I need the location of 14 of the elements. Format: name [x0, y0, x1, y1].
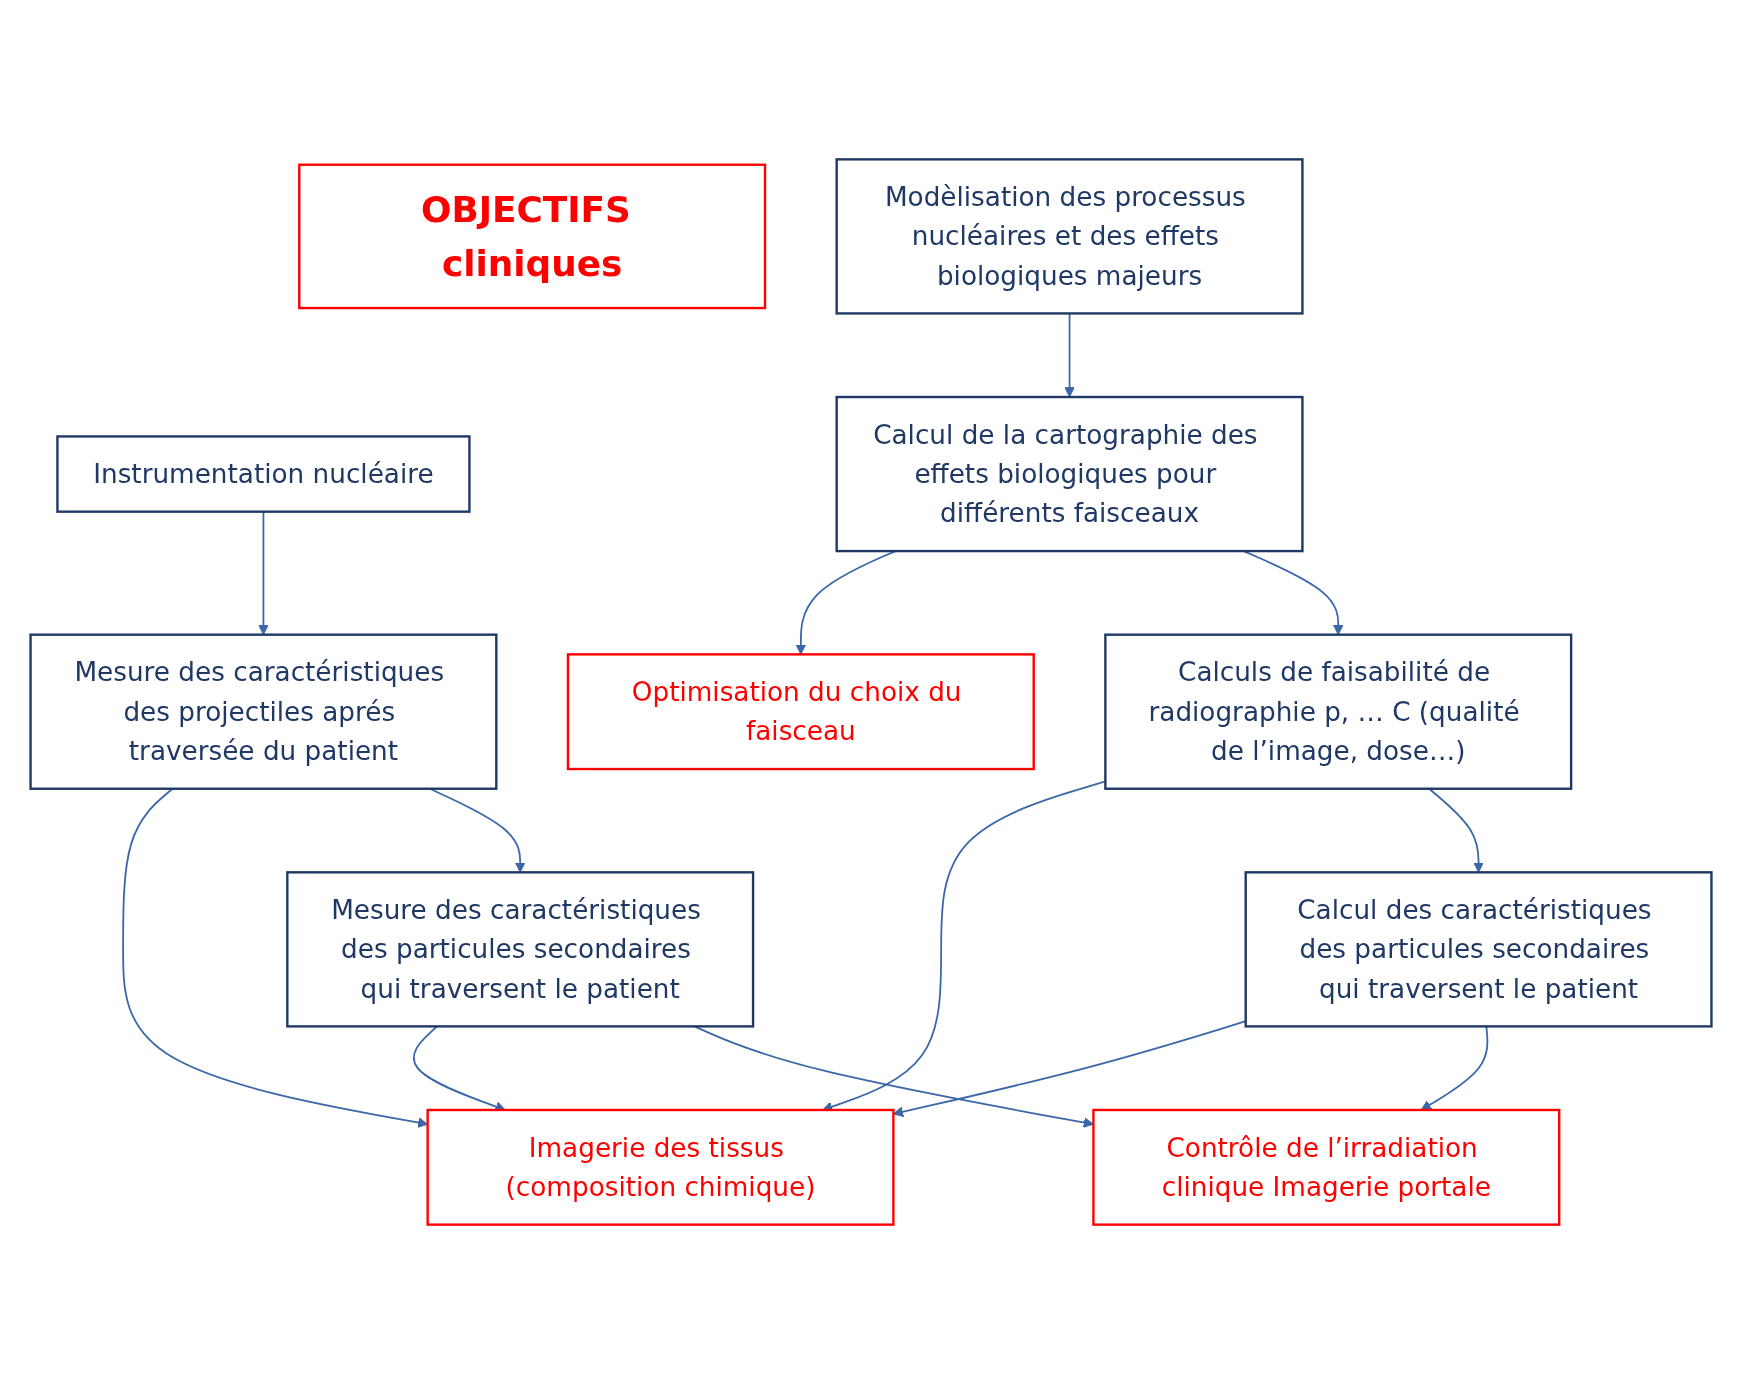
arrow	[1420, 1025, 1489, 1110]
node-box: Imagerie des tissus (composition chimique)	[426, 1108, 895, 1226]
node-box: Calcul de la cartographie des effets biologiques pour différents faisceaux	[835, 395, 1304, 552]
node-box: Optimisation du choix du faisceau	[566, 652, 1035, 770]
node-box: Mesure des caractéristiques des projectiles aprés traversée du patient	[29, 633, 498, 790]
node-box: Modèlisation des processus nucléaires et des effets biologiques majeurs	[835, 157, 1304, 315]
node-box: Calculs de faisabilité de radiographie p, … C (qualité de l’image, dose…)	[1104, 633, 1573, 790]
node-box: Instrumentation nucléaire	[56, 434, 471, 513]
node-box: OBJECTIFS cliniques	[298, 163, 767, 309]
node-box: Contrôle de l’irradiation clinique Imagerie portale	[1092, 1108, 1561, 1226]
node-box: Mesure des caractéristiques des particules secondaires qui traversent le patient	[286, 870, 755, 1028]
arrow	[892, 1019, 1247, 1117]
arrow	[1064, 312, 1075, 397]
node-box: Calcul des caractéristiques des particules secondaires qui traversent le patient	[1244, 870, 1713, 1028]
